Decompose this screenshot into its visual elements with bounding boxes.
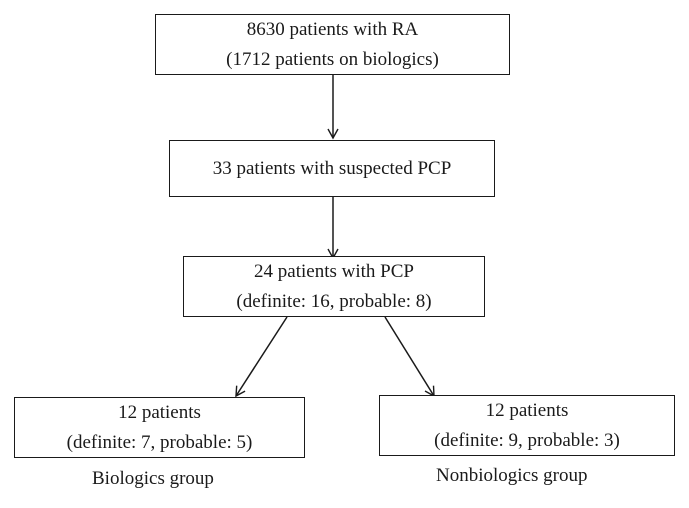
box-pcp-patients: 24 patients with PCP (definite: 16, prob… [183, 256, 485, 317]
label-biologics-group: Biologics group [92, 468, 214, 489]
box-nonbiologics: 12 patients (definite: 9, probable: 3) [379, 395, 675, 456]
box-suspected-line1: 33 patients with suspected PCP [212, 157, 452, 179]
box-total-patients: 8630 patients with RA (1712 patients on … [155, 14, 510, 75]
arrow-pcp-to-nonbiologics [384, 316, 435, 398]
box-nonbiologics-line1: 12 patients [485, 399, 569, 421]
label-nonbiologics-group: Nonbiologics group [436, 465, 588, 486]
box-nonbiologics-line2: (definite: 9, probable: 3) [434, 429, 620, 451]
arrow-pcp-to-biologics [235, 316, 288, 398]
box-suspected-pcp: 33 patients with suspected PCP [169, 140, 495, 197]
box-biologics-line1: 12 patients [118, 401, 201, 423]
box-total-line1: 8630 patients with RA [246, 18, 419, 40]
box-pcp-line1: 24 patients with PCP [254, 260, 414, 282]
box-pcp-line2: (definite: 16, probable: 8) [236, 290, 432, 312]
box-biologics: 12 patients (definite: 7, probable: 5) [14, 397, 305, 458]
box-total-line2: (1712 patients on biologics) [226, 48, 439, 70]
box-biologics-line2: (definite: 7, probable: 5) [66, 431, 253, 453]
